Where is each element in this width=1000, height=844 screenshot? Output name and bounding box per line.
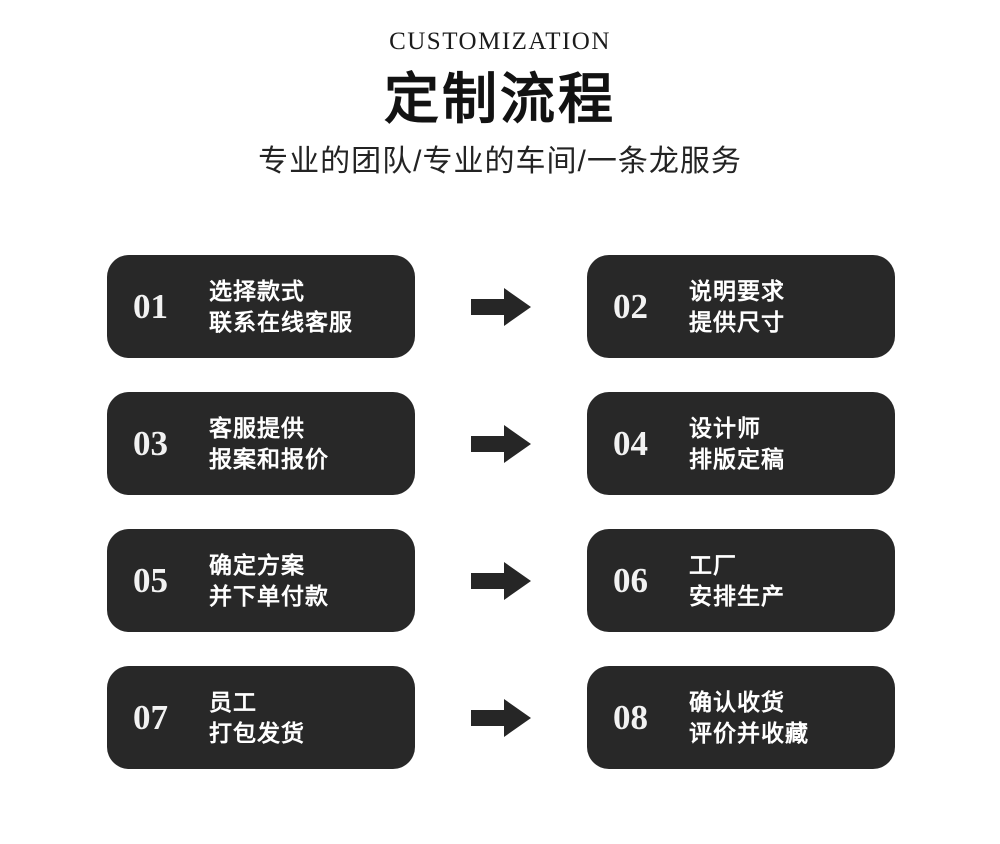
step-number: 02 xyxy=(613,287,648,326)
step-line-2: 并下单付款 xyxy=(209,582,329,609)
flow-row: 03 客服提供 报案和报价 04 设计师 排版定稿 xyxy=(107,392,895,495)
header-eyebrow: CUSTOMIZATION xyxy=(389,28,611,55)
step-line-2: 联系在线客服 xyxy=(209,308,353,335)
arrow-cell xyxy=(415,529,587,632)
step-card-01[interactable]: 01 选择款式 联系在线客服 xyxy=(107,255,415,358)
step-number: 05 xyxy=(133,561,168,600)
step-line-2: 打包发货 xyxy=(209,719,305,746)
arrow-cell xyxy=(415,255,587,358)
step-card-06[interactable]: 06 工厂 安排生产 xyxy=(587,529,895,632)
page-subtitle: 专业的团队/专业的车间/一条龙服务 xyxy=(258,144,742,178)
step-number: 04 xyxy=(613,424,648,463)
step-line-1: 确认收货 xyxy=(689,688,785,715)
step-card-05[interactable]: 05 确定方案 并下单付款 xyxy=(107,529,415,632)
flow-row: 07 员工 打包发货 08 确认收货 评价并收藏 xyxy=(107,666,895,769)
step-text: 工厂 安排生产 xyxy=(689,550,785,611)
arrow-right-icon xyxy=(471,424,531,463)
step-card-07[interactable]: 07 员工 打包发货 xyxy=(107,666,415,769)
step-line-2: 提供尺寸 xyxy=(689,308,785,335)
step-line-1: 说明要求 xyxy=(689,277,785,304)
step-text: 选择款式 联系在线客服 xyxy=(209,276,353,337)
step-line-2: 评价并收藏 xyxy=(689,719,809,746)
flow-row: 01 选择款式 联系在线客服 02 说明要求 提供尺寸 xyxy=(107,255,895,358)
step-line-1: 客服提供 xyxy=(209,414,305,441)
step-card-02[interactable]: 02 说明要求 提供尺寸 xyxy=(587,255,895,358)
arrow-cell xyxy=(415,392,587,495)
process-flow: 01 选择款式 联系在线客服 02 说明要求 提供尺寸 xyxy=(107,255,895,769)
step-line-2: 报案和报价 xyxy=(209,445,329,472)
arrow-right-icon xyxy=(471,561,531,600)
flow-row: 05 确定方案 并下单付款 06 工厂 安排生产 xyxy=(107,529,895,632)
arrow-right-icon xyxy=(471,287,531,326)
step-number: 06 xyxy=(613,561,648,600)
step-line-1: 确定方案 xyxy=(209,551,305,578)
step-text: 设计师 排版定稿 xyxy=(689,413,785,474)
step-number: 03 xyxy=(133,424,168,463)
step-text: 客服提供 报案和报价 xyxy=(209,413,329,474)
step-text: 员工 打包发货 xyxy=(209,687,305,748)
step-card-03[interactable]: 03 客服提供 报案和报价 xyxy=(107,392,415,495)
step-line-1: 工厂 xyxy=(689,551,737,578)
step-line-1: 设计师 xyxy=(689,414,761,441)
step-text: 说明要求 提供尺寸 xyxy=(689,276,785,337)
step-line-1: 选择款式 xyxy=(209,277,305,304)
step-card-04[interactable]: 04 设计师 排版定稿 xyxy=(587,392,895,495)
step-number: 07 xyxy=(133,698,168,737)
page-title: 定制流程 xyxy=(383,67,616,130)
step-card-08[interactable]: 08 确认收货 评价并收藏 xyxy=(587,666,895,769)
step-line-2: 安排生产 xyxy=(689,582,785,609)
step-number: 01 xyxy=(133,287,168,326)
step-line-2: 排版定稿 xyxy=(689,445,785,472)
step-text: 确认收货 评价并收藏 xyxy=(689,687,809,748)
arrow-right-icon xyxy=(471,698,531,737)
step-text: 确定方案 并下单付款 xyxy=(209,550,329,611)
step-line-1: 员工 xyxy=(209,688,257,715)
page-header: CUSTOMIZATION 定制流程 专业的团队/专业的车间/一条龙服务 xyxy=(0,0,1000,179)
arrow-cell xyxy=(415,666,587,769)
step-number: 08 xyxy=(613,698,648,737)
